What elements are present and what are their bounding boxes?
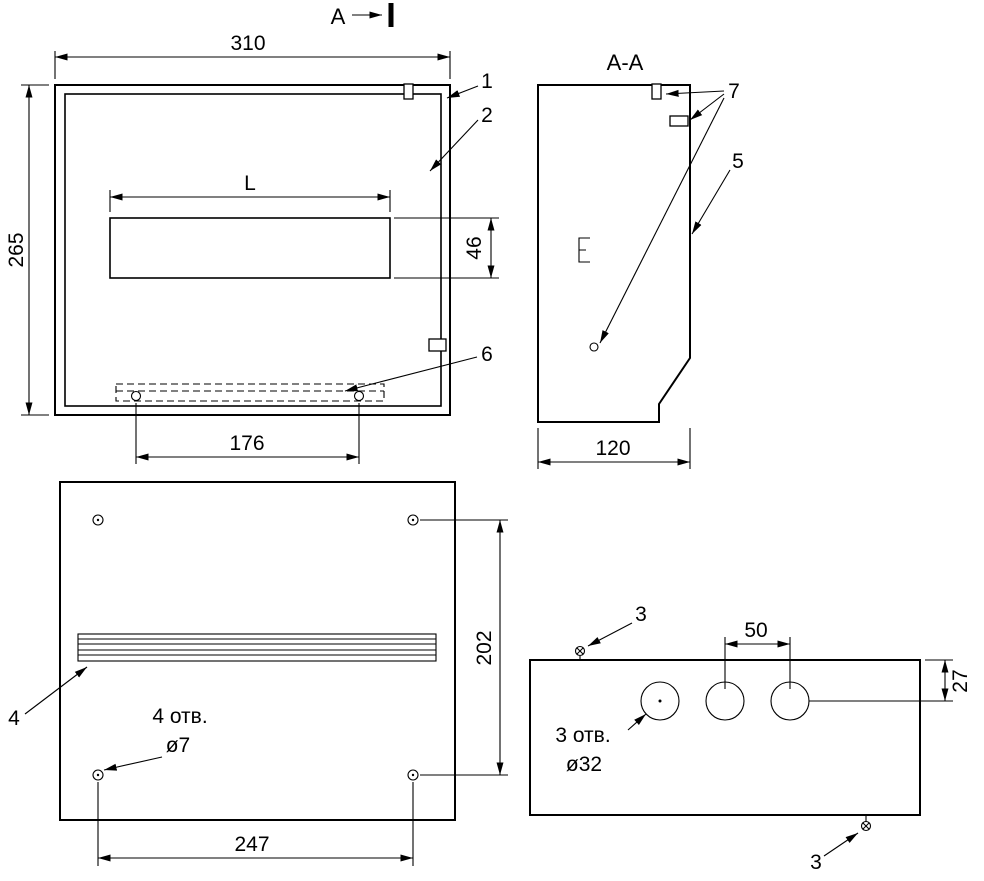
top-holes-note: 3 отв. ø32 bbox=[555, 713, 647, 776]
section-screw bbox=[589, 342, 599, 352]
dim-rail-screw-spacing: 176 bbox=[135, 403, 360, 464]
callout-door: 2 bbox=[429, 104, 493, 172]
back-din-rail bbox=[77, 633, 437, 662]
back-panel-outline bbox=[59, 481, 456, 821]
leader-line bbox=[587, 622, 633, 647]
front-window-cutout bbox=[109, 217, 391, 279]
callout-screw-bottom: 3 bbox=[810, 832, 859, 874]
dim-label-202: 202 bbox=[473, 630, 496, 665]
callout-label-6: 6 bbox=[481, 343, 493, 366]
dim-label-176: 176 bbox=[229, 432, 264, 455]
leader-line bbox=[823, 832, 859, 857]
front-view: 310 265 L 46 176 bbox=[5, 3, 499, 464]
leader-line bbox=[429, 119, 479, 172]
note-hole-dia: ø7 bbox=[166, 734, 191, 757]
back-view: 4 4 отв. ø7 202 247 bbox=[8, 481, 508, 866]
callout-label-1: 1 bbox=[481, 70, 493, 93]
dim-depth: 120 bbox=[537, 428, 691, 469]
dim-label-310: 310 bbox=[230, 32, 265, 55]
dim-back-hole-spacing-h: 247 bbox=[97, 782, 414, 866]
callout-screw-top: 3 bbox=[587, 603, 647, 647]
leader-line bbox=[689, 93, 725, 121]
dim-label-46: 46 bbox=[463, 236, 486, 259]
section-door-stop bbox=[578, 237, 590, 263]
hole-center bbox=[411, 518, 415, 522]
section-cut-mark: A bbox=[331, 3, 394, 29]
front-top-latch bbox=[403, 83, 414, 100]
callout-body: 1 bbox=[446, 70, 493, 99]
section-latch-bracket bbox=[669, 115, 689, 127]
clamp-screw-bottom bbox=[860, 815, 872, 832]
top-view: 50 27 3 отв. ø32 3 bbox=[529, 603, 972, 874]
section-view: A-A 7 5 120 bbox=[537, 50, 744, 469]
section-title: A-A bbox=[607, 50, 644, 75]
leader-line bbox=[24, 666, 88, 715]
leader-line bbox=[599, 97, 725, 344]
leader-line bbox=[103, 756, 163, 771]
hole-center bbox=[96, 773, 100, 777]
clamp-screw-top bbox=[574, 645, 586, 661]
back-holes-note: 4 отв. ø7 bbox=[103, 705, 208, 771]
screw-head bbox=[574, 645, 586, 657]
rail-outline bbox=[77, 633, 437, 662]
callout-label-3: 3 bbox=[635, 603, 647, 626]
dim-hole-pitch: 50 bbox=[724, 619, 791, 689]
callout-label-3: 3 bbox=[810, 851, 822, 874]
dim-label-L: L bbox=[244, 172, 256, 195]
dim-back-hole-spacing-v: 202 bbox=[420, 519, 508, 776]
dim-front-width: 310 bbox=[54, 32, 451, 79]
leader-line bbox=[344, 356, 478, 392]
callout-label-7: 7 bbox=[728, 80, 740, 103]
front-rail-screw-right bbox=[353, 390, 365, 402]
hole-center bbox=[411, 773, 415, 777]
dim-label-50: 50 bbox=[744, 619, 767, 642]
screw-slot bbox=[862, 822, 870, 830]
callout-rail-front: 6 bbox=[344, 343, 493, 392]
leader-line bbox=[627, 713, 647, 731]
dim-label-27: 27 bbox=[949, 669, 972, 692]
dim-label-247: 247 bbox=[234, 833, 269, 856]
dim-label-120: 120 bbox=[595, 437, 630, 460]
front-body-outline bbox=[54, 84, 451, 416]
callout-latches: 7 bbox=[599, 80, 740, 344]
dim-label-265: 265 bbox=[5, 232, 28, 267]
section-cut-label: A bbox=[331, 4, 346, 29]
dim-front-height: 265 bbox=[5, 84, 49, 416]
screw-slot bbox=[576, 647, 584, 655]
cable-entry-hole bbox=[640, 681, 680, 721]
dim-window-height: 46 bbox=[394, 217, 499, 279]
mounting-hole bbox=[92, 514, 104, 526]
mounting-hole bbox=[407, 514, 419, 526]
note-hole-count: 3 отв. bbox=[555, 724, 610, 747]
leader-line bbox=[691, 169, 731, 235]
callout-label-4: 4 bbox=[8, 707, 20, 730]
note-hole-dia: ø32 bbox=[566, 753, 602, 776]
hole-center bbox=[96, 518, 100, 522]
leader-line bbox=[665, 89, 725, 97]
note-hole-count: 4 отв. bbox=[152, 705, 207, 728]
mounting-hole bbox=[407, 769, 419, 781]
front-rail-hidden-outline bbox=[115, 383, 385, 402]
section-profile-outline bbox=[537, 84, 691, 423]
hole-center bbox=[658, 699, 662, 703]
callout-label-5: 5 bbox=[732, 150, 744, 173]
front-door-frame bbox=[64, 93, 442, 407]
callout-rail-back: 4 bbox=[8, 666, 88, 730]
dim-window-width: L bbox=[109, 172, 391, 212]
leader-line bbox=[446, 85, 479, 99]
callout-side-wall: 5 bbox=[691, 150, 744, 235]
mounting-hole bbox=[92, 769, 104, 781]
front-rail-screw-left bbox=[130, 390, 142, 402]
section-top-latch bbox=[651, 83, 662, 100]
callout-label-2: 2 bbox=[481, 104, 493, 127]
front-side-latch bbox=[428, 338, 447, 352]
dim-hole-offset: 27 bbox=[809, 659, 972, 702]
